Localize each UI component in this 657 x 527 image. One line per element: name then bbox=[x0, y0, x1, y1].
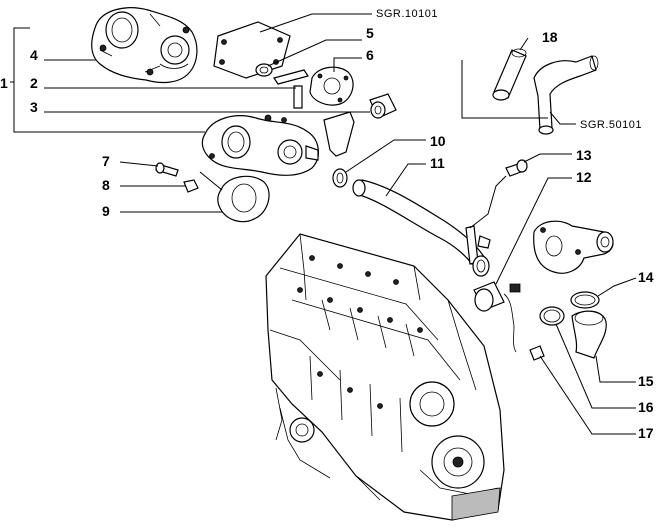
label-13: 13 bbox=[576, 147, 592, 163]
label-12: 12 bbox=[576, 169, 592, 185]
label-2: 2 bbox=[30, 75, 38, 91]
label-7: 7 bbox=[102, 153, 110, 169]
pump-cover-plate bbox=[213, 21, 291, 79]
label-15: 15 bbox=[638, 373, 654, 389]
label-1: 1 bbox=[0, 75, 8, 91]
hose-clamp-14 bbox=[570, 291, 600, 309]
coolant-pipe-11 bbox=[352, 179, 491, 277]
label-3: 3 bbox=[30, 99, 38, 115]
thermostat-housing bbox=[533, 220, 614, 274]
bolt-13 bbox=[505, 159, 528, 177]
hose-15 bbox=[571, 310, 607, 359]
gasket-plate-6 bbox=[309, 66, 354, 106]
temperature-sensor-12 bbox=[473, 281, 521, 353]
leader-lines bbox=[10, 13, 637, 435]
engine-block bbox=[265, 233, 505, 521]
o-ring-10 bbox=[332, 168, 348, 188]
label-5: 5 bbox=[366, 25, 374, 41]
label-4: 4 bbox=[30, 47, 38, 63]
reference-sgr-top: SGR.10101 bbox=[376, 8, 438, 20]
water-pump-lower-housing bbox=[201, 111, 355, 176]
label-14: 14 bbox=[638, 269, 654, 285]
gasket-9 bbox=[217, 175, 270, 223]
bolt-7 bbox=[155, 162, 179, 177]
plug-17 bbox=[529, 345, 545, 361]
label-8: 8 bbox=[102, 177, 110, 193]
reference-sgr-right: SGR.50101 bbox=[580, 119, 642, 131]
label-16: 16 bbox=[638, 399, 654, 415]
label-18: 18 bbox=[542, 29, 558, 45]
label-9: 9 bbox=[102, 203, 110, 219]
inset-hose bbox=[533, 55, 599, 135]
water-pump-upper-housing bbox=[91, 7, 198, 84]
label-6: 6 bbox=[366, 47, 374, 63]
pump-shaft-2 bbox=[273, 69, 309, 109]
label-17: 17 bbox=[638, 425, 654, 441]
hose-clamp-16 bbox=[539, 306, 565, 326]
label-10: 10 bbox=[430, 133, 446, 149]
label-11: 11 bbox=[430, 155, 445, 171]
nut-8 bbox=[183, 179, 199, 193]
inset-pipe-18 bbox=[492, 48, 527, 101]
part-labels: 1 4 2 3 5 6 7 8 9 10 11 12 13 14 15 16 1… bbox=[0, 8, 654, 441]
bearing-ring-5 bbox=[255, 63, 273, 77]
bushing-3 bbox=[369, 93, 397, 119]
